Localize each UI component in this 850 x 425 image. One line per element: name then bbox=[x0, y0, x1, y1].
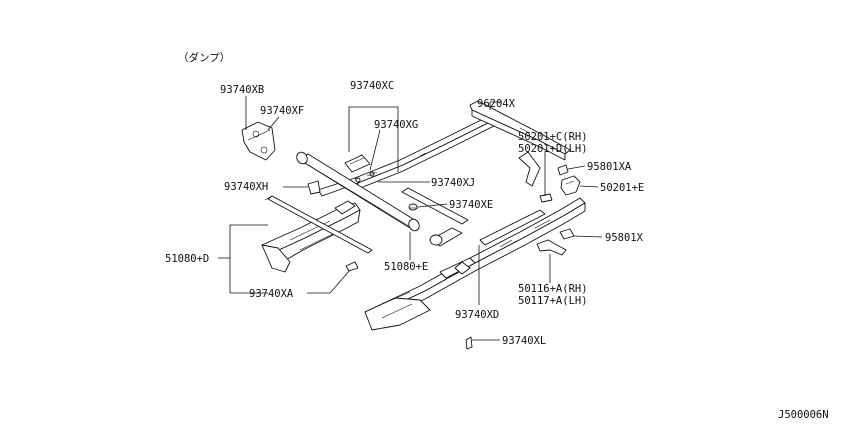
bracket-50201c bbox=[539, 193, 553, 203]
label-93740xd: 93740XD bbox=[455, 309, 499, 321]
center-cross-member-1 bbox=[401, 187, 469, 225]
front-side-rail bbox=[364, 197, 586, 331]
bracket-50116a bbox=[536, 239, 567, 256]
label-93740xb: 93740XB bbox=[220, 84, 264, 96]
label-93740xf: 93740XF bbox=[260, 105, 304, 117]
hook-96204x bbox=[518, 151, 541, 187]
pad-95801xa bbox=[557, 164, 569, 176]
label-50117a-lh: 50117+A(LH) bbox=[518, 295, 588, 307]
mid-cross-member bbox=[479, 209, 546, 246]
label-50201c-rh: 50201+C(RH) bbox=[518, 131, 588, 143]
label-51080e: 51080+E bbox=[384, 261, 428, 273]
clip-xl bbox=[465, 336, 473, 350]
label-93740xh: 93740XH bbox=[224, 181, 268, 193]
label-93740xc: 93740XC bbox=[350, 80, 394, 92]
bracket-xb bbox=[241, 121, 276, 161]
pad-95801x bbox=[559, 228, 575, 240]
diagram-code: J500006N bbox=[778, 409, 829, 421]
label-93740xj: 93740XJ bbox=[431, 177, 475, 189]
clip-xg-1 bbox=[355, 177, 361, 183]
rear-side-rail bbox=[354, 114, 497, 190]
part-labels: （ダンプ） 93740XB 93740XF 93740XC 93740XG 96… bbox=[165, 51, 829, 421]
clip-xa bbox=[345, 261, 359, 272]
label-96204x: 96204X bbox=[477, 98, 516, 110]
center-cross-joint bbox=[429, 234, 443, 246]
label-50201d-lh: 50201+D(LH) bbox=[518, 143, 588, 155]
label-95801x: 95801X bbox=[605, 232, 644, 244]
bracket-50201e bbox=[560, 175, 581, 196]
label-50201e: 50201+E bbox=[600, 182, 644, 194]
clip-xe bbox=[408, 203, 418, 211]
label-95801xa: 95801XA bbox=[587, 161, 632, 173]
rear-cross-member bbox=[469, 100, 571, 161]
label-93740xa: 93740XA bbox=[249, 288, 294, 300]
label-93740xl: 93740XL bbox=[502, 335, 546, 347]
label-93740xg: 93740XG bbox=[374, 119, 418, 131]
clip-xh bbox=[307, 180, 321, 195]
label-93740xe: 93740XE bbox=[449, 199, 493, 211]
leader-lines bbox=[218, 96, 603, 341]
label-50116a-rh: 50116+A(RH) bbox=[518, 283, 588, 295]
frame-drawing bbox=[241, 100, 586, 350]
bracket-xc bbox=[344, 154, 371, 173]
header-note: （ダンプ） bbox=[178, 51, 230, 64]
label-51080d: 51080+D bbox=[165, 253, 209, 265]
lower-cross-rod bbox=[264, 195, 373, 254]
cylinder-cross-member bbox=[296, 151, 420, 232]
